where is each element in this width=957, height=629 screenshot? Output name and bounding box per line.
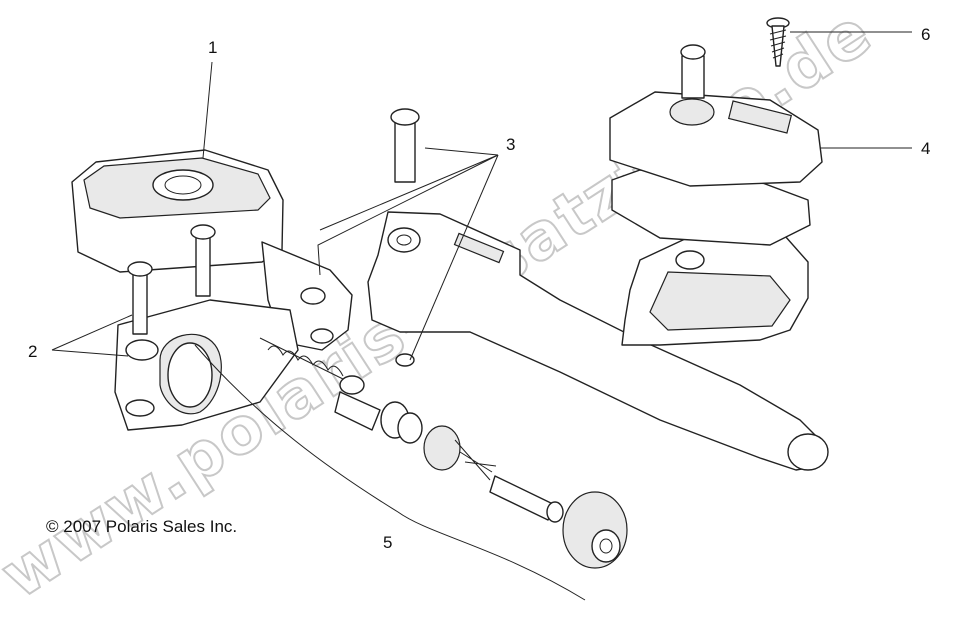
cover-screw: [766, 17, 790, 67]
leader-lines: [51, 31, 912, 601]
callout-5: 5: [383, 533, 392, 552]
callout-1: 1: [208, 38, 217, 57]
copyright-notice: © 2007 Polaris Sales Inc.: [46, 517, 237, 536]
pivot-pin: [390, 108, 420, 183]
reservoir-cover-assembly: [609, 44, 823, 346]
brake-lever: [367, 211, 829, 471]
callout-2: 2: [28, 342, 37, 361]
piston-kit: [259, 337, 628, 569]
retaining-clip: [395, 353, 415, 367]
callout-6: 6: [921, 25, 930, 44]
callout-3: 3: [506, 135, 515, 154]
master-cylinder-body: [71, 149, 353, 431]
clamp-screws: [127, 224, 216, 335]
callout-4: 4: [921, 139, 930, 158]
